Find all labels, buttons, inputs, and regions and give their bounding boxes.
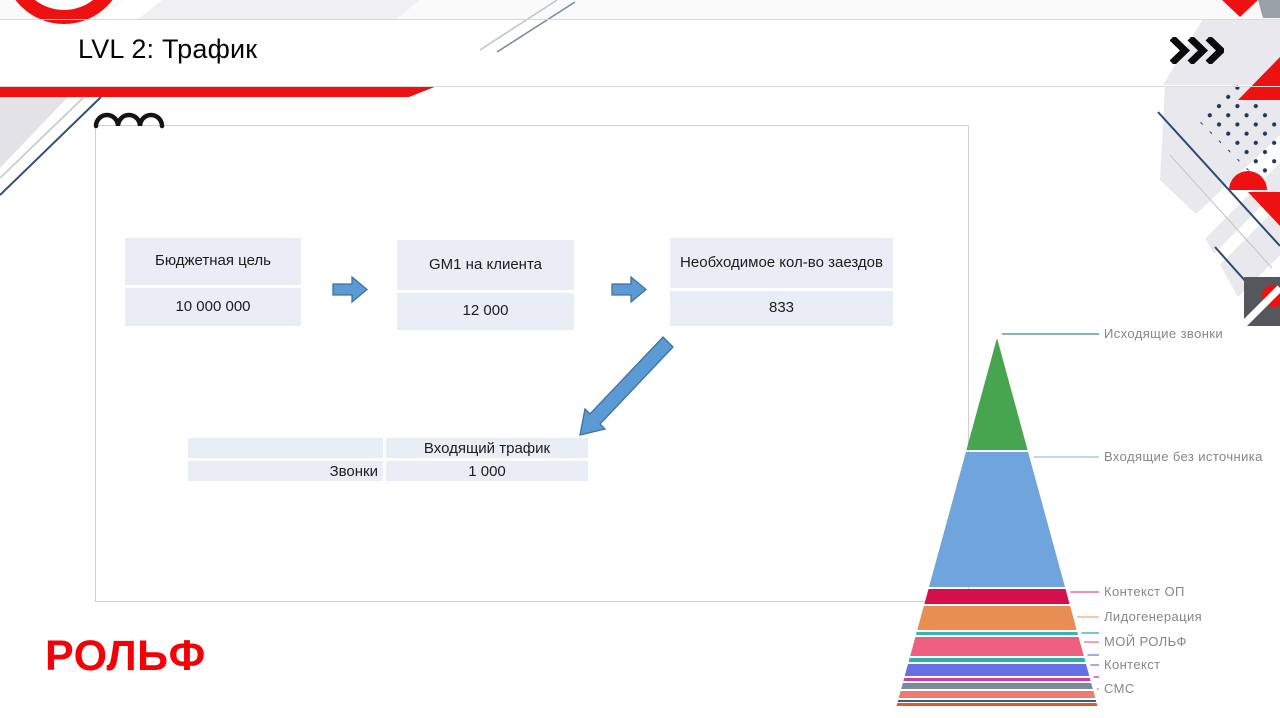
top-left-gray-band — [116, 0, 420, 19]
flow-box-budget-goal: Бюджетная цель 10 000 000 — [125, 238, 301, 326]
flow-box-label: Необходимое кол-во заездов — [670, 238, 893, 288]
right-diagonal-decor — [1127, 57, 1280, 339]
flow-box-label: Бюджетная цель — [125, 238, 301, 285]
flow-box-value: 12 000 — [397, 293, 574, 330]
squiggle-icon — [93, 112, 165, 129]
flow-box-label: GM1 на клиента — [397, 240, 574, 290]
table-row-value: 1 000 — [386, 461, 588, 481]
table-cell-blank — [188, 438, 383, 458]
flow-box-gm1-per-client: GM1 на клиента 12 000 — [397, 240, 574, 330]
left-diagonal-decor — [0, 96, 102, 196]
red-half-circle — [1229, 171, 1267, 190]
content-box — [95, 125, 969, 602]
top-diagonal-slashes — [479, 0, 576, 53]
page-title: LVL 2: Трафик — [78, 34, 258, 64]
dark-square-red-dot — [1229, 277, 1280, 339]
flow-box-value: 10 000 000 — [125, 288, 301, 326]
table-header: Входящий трафик — [386, 438, 588, 458]
flow-box-required-visits: Необходимое кол-во заездов 833 — [670, 238, 893, 326]
red-accent-bar — [0, 86, 437, 97]
table-row-label: Звонки — [188, 461, 383, 481]
dot-grid — [1197, 77, 1280, 182]
fast-forward-icon — [1170, 37, 1224, 64]
top-left-red-ring — [15, 0, 162, 66]
flow-box-value: 833 — [670, 291, 893, 326]
title-band: LVL 2: Трафик — [0, 19, 1280, 87]
rolf-logo: РОЛЬФ — [45, 632, 206, 680]
